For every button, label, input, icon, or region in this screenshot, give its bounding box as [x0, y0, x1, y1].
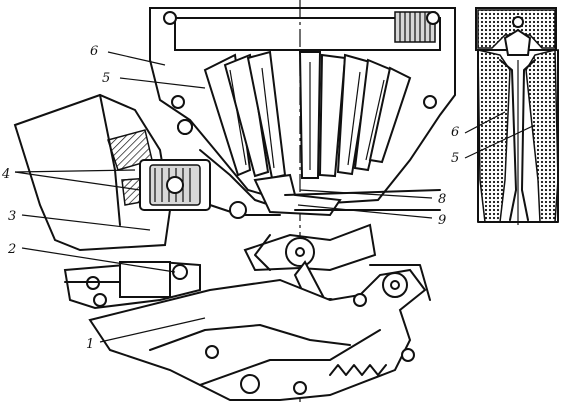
blowout-coil-assembly [139, 149, 286, 216]
bolt-left-mid [171, 95, 185, 109]
label-9: 9 [438, 213, 446, 228]
label-6-inset: 6 [451, 125, 459, 140]
base-frame [88, 264, 431, 401]
section-inset [475, 7, 559, 225]
label-4: 4 [1, 167, 10, 182]
coil-stripes [399, 12, 431, 42]
bolt-top-left [163, 11, 177, 25]
label-3: 3 [8, 209, 16, 224]
label-5-top: 5 [102, 71, 110, 86]
label-2: 2 [7, 242, 16, 257]
contact-terminal [63, 260, 201, 310]
leader-lines [14, 51, 536, 343]
arc-splitter-plates [203, 50, 412, 180]
label-1: 1 [86, 337, 94, 352]
spring [329, 364, 387, 376]
bolt-right-mid [423, 95, 437, 109]
label-8: 8 [438, 192, 446, 207]
label-5-inset: 5 [451, 151, 459, 166]
bolt-top-right [426, 11, 440, 25]
label-6-top: 6 [90, 44, 98, 59]
arc-runner [229, 173, 441, 219]
